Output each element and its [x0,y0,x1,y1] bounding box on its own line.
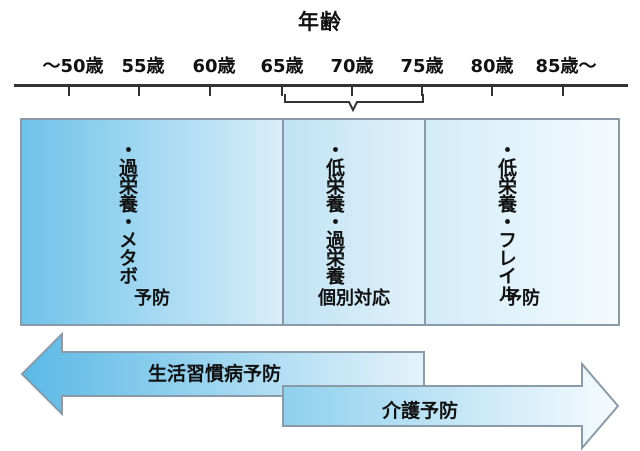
axis-tick-label: 〜50歳 [42,56,104,77]
panel-item-line: ・低栄養・過栄養 [323,140,345,284]
axis-tick [562,86,564,96]
care-prevention-label: 介護予防 [382,400,459,422]
axis-tick-label: 60歳 [192,56,236,77]
axis-tick [491,86,493,96]
range-brace-icon [284,94,424,113]
panel-item-text: ・低栄養 [323,140,345,212]
panel-item-line: ・低栄養・フレイル [495,140,517,302]
panel-item-line: ・過栄養・メタボ [116,140,138,284]
axis-tick [281,86,283,96]
panel-individual-care: ・低栄養・過栄養 個別対応 [282,118,426,326]
axis-tick [421,86,423,96]
panel-item-text: ・過栄養 [116,140,138,212]
page-title: 年齢 [298,10,342,34]
age-axis-line [14,84,628,87]
axis-tick [351,86,353,96]
axis-tick [209,86,211,96]
axis-tick [68,86,70,96]
axis-tick-label: 75歳 [400,56,444,77]
axis-tick-label: 55歳 [121,56,165,77]
panel-item-text: ・過栄養 [323,212,345,284]
panel-prevention-metabo: ・過栄養・メタボ 予防 [20,118,284,326]
axis-tick-label: 65歳 [260,56,304,77]
panel-prevention-frailty: ・低栄養・フレイル 予防 [424,118,620,326]
panel-label: 予防 [134,288,170,309]
right-arrow-icon [282,361,620,451]
axis-tick-label: 80歳 [470,56,514,77]
panel-item-text: ・低栄養 [495,140,517,212]
axis-tick-label: 70歳 [330,56,374,77]
axis-tick [138,86,140,96]
lifestyle-disease-prevention-label: 生活習慣病予防 [148,363,282,385]
panel-item-text: ・フレイル [495,212,517,302]
panel-item-text: ・メタボ [116,212,138,284]
panel-label: 個別対応 [318,288,390,309]
axis-tick-label: 85歳〜 [535,56,597,77]
panel-label: 予防 [504,288,540,309]
